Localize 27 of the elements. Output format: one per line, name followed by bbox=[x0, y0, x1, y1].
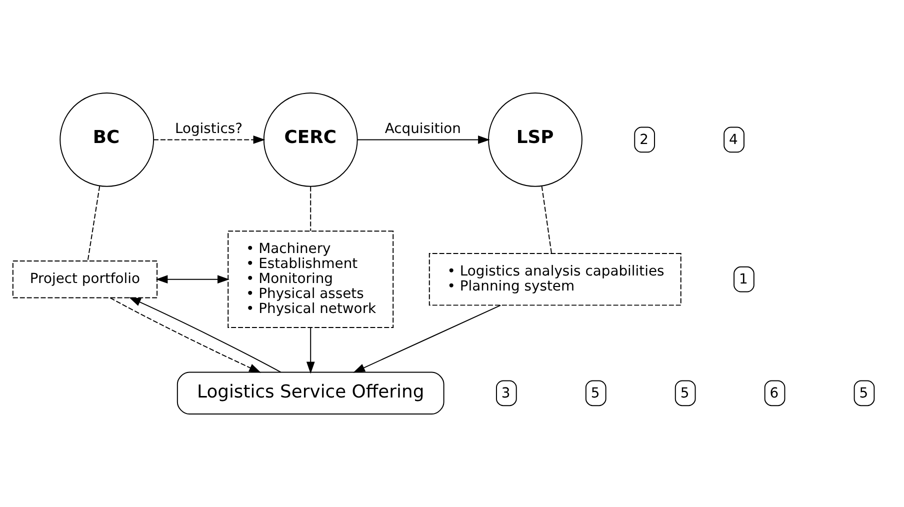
label: 1 bbox=[739, 272, 748, 288]
node-box: Logistics Service Offering bbox=[176, 372, 444, 415]
connector bbox=[310, 186, 312, 232]
arrow bbox=[356, 136, 490, 144]
arrow bbox=[128, 297, 282, 373]
node-circle: LSP bbox=[488, 92, 582, 187]
arrow bbox=[306, 327, 315, 374]
label: 5 bbox=[590, 385, 600, 402]
label: 3 bbox=[501, 385, 510, 402]
label: 5 bbox=[859, 385, 868, 402]
label: 6 bbox=[770, 385, 779, 402]
arrow bbox=[153, 136, 266, 144]
connector bbox=[541, 186, 552, 254]
arrow bbox=[110, 297, 262, 373]
arrow bbox=[353, 304, 502, 373]
node-box: • Logistics analysis capabilities • Planning system bbox=[428, 253, 682, 306]
connector bbox=[87, 186, 100, 262]
edge-label: Logistics? bbox=[174, 120, 242, 137]
edge-label: Acquisition bbox=[384, 120, 462, 137]
label: 5 bbox=[680, 385, 690, 402]
node-box: • Machinery • Establishment • Monitoring • Physical assets • Physical network bbox=[228, 230, 394, 328]
node-circle: CERC bbox=[263, 92, 358, 187]
node-circle: BC bbox=[60, 92, 154, 187]
label: 2 bbox=[640, 132, 648, 148]
arrow bbox=[156, 275, 230, 284]
node-box: Project portfolio bbox=[12, 260, 158, 298]
label: 4 bbox=[729, 132, 738, 148]
